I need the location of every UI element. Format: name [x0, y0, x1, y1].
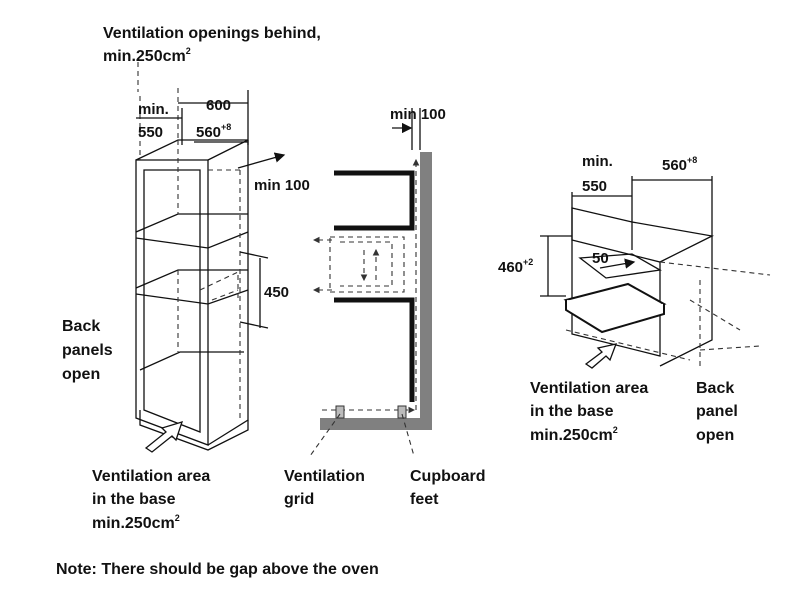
back-panels-label-1: Back [62, 318, 100, 335]
vent-base-right-3: min.250cm2 [530, 425, 618, 444]
base-vent-arrow-right [584, 343, 618, 369]
vent-base-left-2: in the base [92, 491, 176, 508]
back-panel-label-3: open [696, 427, 734, 444]
vent-base-left-1: Ventilation area [92, 468, 210, 485]
back-panel-label-2: panel [696, 403, 738, 420]
dim-left-600: 600 [206, 97, 231, 114]
dim-right-50: 50 [592, 250, 609, 267]
dim-left-560: 560+8 [196, 122, 231, 141]
side-section-drawing [309, 108, 432, 457]
back-panel-label-1: Back [696, 380, 734, 397]
dim-left-min100: min 100 [254, 177, 310, 194]
dim-right-550: 550 [582, 178, 607, 195]
vent-grid-label-2: grid [284, 491, 314, 508]
rear-wall [420, 152, 432, 430]
cup-feet-label-1: Cupboard [410, 468, 486, 485]
back-panels-label-2: panels [62, 342, 113, 359]
note-text: Note: There should be gap above the oven [56, 561, 379, 578]
lower-unit [334, 297, 415, 402]
vent-base-right-2: in the base [530, 403, 614, 420]
cabinet-top [135, 139, 249, 161]
base-vent-arrow-left [144, 421, 184, 453]
dim-left-450: 450 [264, 284, 289, 301]
vent-base-right-1: Ventilation area [530, 380, 648, 397]
dim-right-min: min. [582, 153, 613, 170]
under-counter-drawing [540, 176, 771, 370]
floor [320, 418, 432, 430]
dim-mid-min100: min 100 [390, 106, 446, 123]
back-panels-label-3: open [62, 366, 100, 383]
vent-base-left-3: min.250cm2 [92, 513, 180, 532]
vent-behind-line1: Ventilation openings behind, [103, 25, 321, 42]
cup-feet-label-2: feet [410, 491, 439, 508]
dim-right-460: 460+2 [498, 257, 533, 276]
upper-unit [334, 170, 415, 231]
vent-grid-label-1: Ventilation [284, 468, 365, 485]
dim-left-min: min. [138, 101, 169, 118]
dim-left-550: 550 [138, 124, 163, 141]
vent-behind-line2: min.250cm2 [103, 46, 191, 65]
tall-cabinet-drawing [135, 62, 249, 453]
left-dimensions [136, 90, 286, 329]
dim-right-560: 560+8 [662, 155, 697, 174]
oven-outline [329, 236, 405, 293]
